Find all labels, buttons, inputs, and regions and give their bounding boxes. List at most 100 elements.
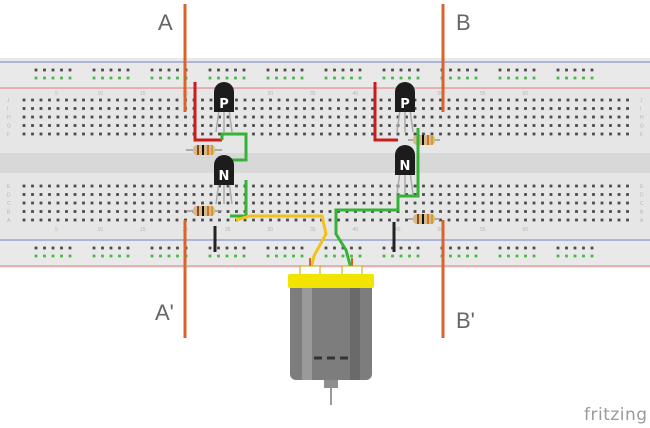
- breadboard-hole: [107, 98, 111, 102]
- breadboard-hole: [226, 124, 230, 127]
- rail-hole: [582, 254, 585, 258]
- breadboard-hole: [532, 115, 536, 119]
- breadboard-hole: [498, 115, 502, 119]
- breadboard-hole: [133, 115, 136, 119]
- rail-hole: [498, 246, 502, 250]
- breadboard-hole: [286, 218, 289, 222]
- column-number-top: 35: [310, 91, 316, 97]
- breadboard-hole: [201, 132, 204, 136]
- breadboard-hole: [575, 98, 578, 102]
- breadboard-hole: [260, 124, 264, 127]
- breadboard-hole: [311, 218, 315, 222]
- breadboard-hole: [294, 210, 298, 213]
- breadboard-hole: [192, 193, 196, 196]
- breadboard-hole: [141, 201, 145, 205]
- breadboard-hole: [600, 193, 604, 196]
- rail-hole: [498, 68, 502, 72]
- breadboard-hole: [167, 107, 170, 110]
- breadboard-hole: [260, 132, 264, 136]
- breadboard-hole: [252, 107, 255, 110]
- breadboard-hole: [388, 132, 391, 136]
- breadboard-hole: [22, 98, 26, 102]
- breadboard-hole: [133, 132, 136, 136]
- breadboard-hole: [99, 201, 102, 205]
- breadboard-hole: [141, 132, 145, 136]
- breadboard-hole: [48, 218, 51, 222]
- rail-hole: [556, 246, 560, 250]
- breadboard-hole: [90, 218, 94, 222]
- breadboard-hole: [490, 107, 493, 110]
- center-channel: [0, 153, 650, 173]
- breadboard-hole: [354, 184, 357, 188]
- breadboard-hole: [558, 107, 561, 110]
- breadboard-hole: [31, 210, 34, 213]
- breadboard-hole: [116, 98, 119, 102]
- transistor-n-left-label: N: [219, 169, 230, 184]
- breadboard-hole: [371, 115, 374, 119]
- transistor-n-right: N: [395, 145, 415, 195]
- breadboard-hole: [337, 201, 340, 205]
- breadboard-hole: [252, 115, 255, 119]
- breadboard-hole: [592, 218, 595, 222]
- rail-hole: [266, 254, 270, 258]
- breadboard-hole: [447, 115, 451, 119]
- breadboard-hole: [473, 210, 476, 213]
- breadboard-hole: [456, 132, 459, 136]
- breadboard-hole: [413, 210, 417, 213]
- breadboard-hole: [541, 132, 544, 136]
- breadboard-hole: [524, 107, 527, 110]
- breadboard-hole: [481, 218, 485, 222]
- rail-hole: [573, 68, 577, 72]
- rail-hole: [300, 254, 304, 258]
- row-letter-left: D: [7, 193, 11, 199]
- breadboard-hole: [141, 210, 145, 213]
- breadboard-hole: [56, 201, 60, 205]
- rail-hole: [60, 254, 63, 258]
- breadboard-hole: [226, 201, 230, 205]
- breadboard-hole: [379, 132, 383, 136]
- rail-hole: [275, 254, 278, 258]
- breadboard-hole: [447, 124, 451, 127]
- breadboard-hole: [235, 201, 238, 205]
- breadboard-hole: [524, 132, 527, 136]
- rail-hole: [109, 68, 113, 72]
- rail-hole: [101, 68, 104, 72]
- breadboard-hole: [294, 184, 298, 188]
- breadboard-hole: [328, 115, 332, 119]
- breadboard-hole: [592, 193, 595, 196]
- breadboard-hole: [82, 115, 85, 119]
- breadboard-hole: [617, 132, 621, 136]
- breadboard-hole: [252, 124, 255, 127]
- breadboard-hole: [345, 201, 349, 205]
- rail-hole: [118, 76, 121, 80]
- breadboard-hole: [422, 107, 425, 110]
- rail-hole: [515, 246, 519, 250]
- breadboard-hole: [609, 218, 612, 222]
- breadboard-hole: [158, 193, 162, 196]
- breadboard-hole: [473, 124, 476, 127]
- breadboard-hole: [592, 98, 595, 102]
- rail-hole: [118, 246, 121, 250]
- breadboard-hole: [167, 124, 170, 127]
- bottom-power-rail-area: [0, 240, 650, 268]
- breadboard-hole: [320, 210, 323, 213]
- breadboard-hole: [31, 107, 34, 110]
- row-letter-left: E: [7, 184, 11, 190]
- rail-hole: [118, 68, 121, 72]
- breadboard-hole: [362, 115, 366, 119]
- breadboard-hole: [320, 124, 323, 127]
- rail-hole: [159, 76, 162, 80]
- breadboard-hole: [566, 210, 570, 213]
- breadboard-hole: [65, 218, 68, 222]
- rail-hole: [507, 246, 510, 250]
- breadboard-hole: [447, 132, 451, 136]
- rail-hole: [474, 68, 478, 72]
- rail-hole: [150, 254, 154, 258]
- label-b-prime: B': [456, 308, 475, 333]
- green-wire-right: [334, 128, 420, 273]
- breadboard-hole: [447, 218, 451, 222]
- rail-hole: [333, 246, 336, 250]
- breadboard-hole: [498, 132, 502, 136]
- breadboard-hole: [294, 201, 298, 205]
- breadboard-hole: [235, 124, 238, 127]
